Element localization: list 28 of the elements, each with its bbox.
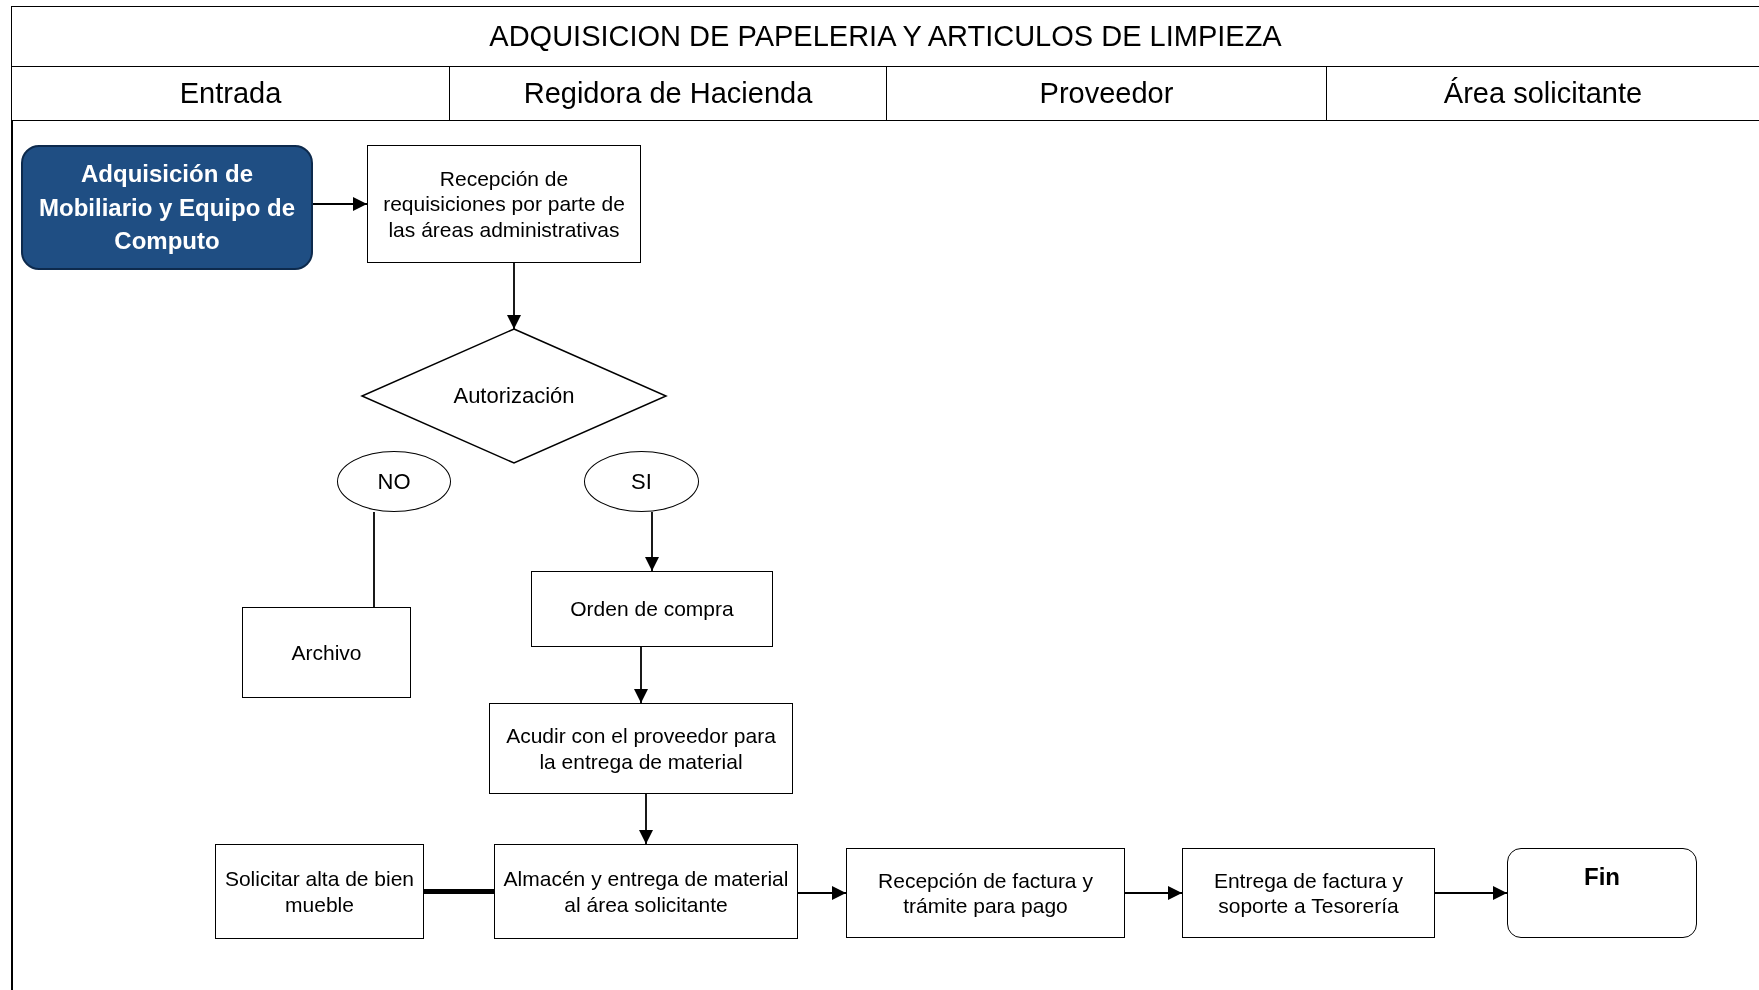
connector-line [424, 889, 494, 894]
start-terminal: Adquisición de Mobiliario y Equipo de Computo [21, 145, 313, 270]
lane-header: Entrada [11, 67, 449, 121]
arrow [639, 793, 653, 845]
diagram-title: ADQUISICION DE PAPELERIA Y ARTICULOS DE LIMPIEZA [489, 20, 1282, 53]
connector-line [373, 511, 375, 608]
process-box: Entrega de factura y soporte a Tesorería [1182, 848, 1435, 938]
arrow [507, 262, 521, 330]
process-box: Acudir con el proveedor para la entrega de material [489, 703, 793, 794]
process-box: Solicitar alta de bien mueble [215, 844, 424, 939]
lane-header: Área solicitante [1326, 67, 1759, 121]
process-box: Orden de compra [531, 571, 773, 647]
arrow [312, 197, 368, 211]
process-box: Recepción de factura y trámite para pago [846, 848, 1125, 938]
arrow [1124, 886, 1183, 900]
arrow [797, 886, 847, 900]
arrow [634, 646, 648, 704]
lane-header: Proveedor [886, 67, 1326, 121]
answer-ellipse: NO [337, 451, 451, 512]
process-box: Archivo [242, 607, 411, 698]
arrow [645, 511, 659, 572]
process-box: Recepción de requisiciones por parte de las áreas administrativas [367, 145, 641, 263]
end-terminal: Fin [1507, 848, 1697, 938]
process-box: Almacén y entrega de material al área solicitante [494, 844, 798, 939]
arrow [1434, 886, 1508, 900]
answer-ellipse: SI [584, 451, 699, 512]
decision-diamond: Autorización [362, 329, 666, 463]
lane-header: Regidora de Hacienda [449, 67, 886, 121]
